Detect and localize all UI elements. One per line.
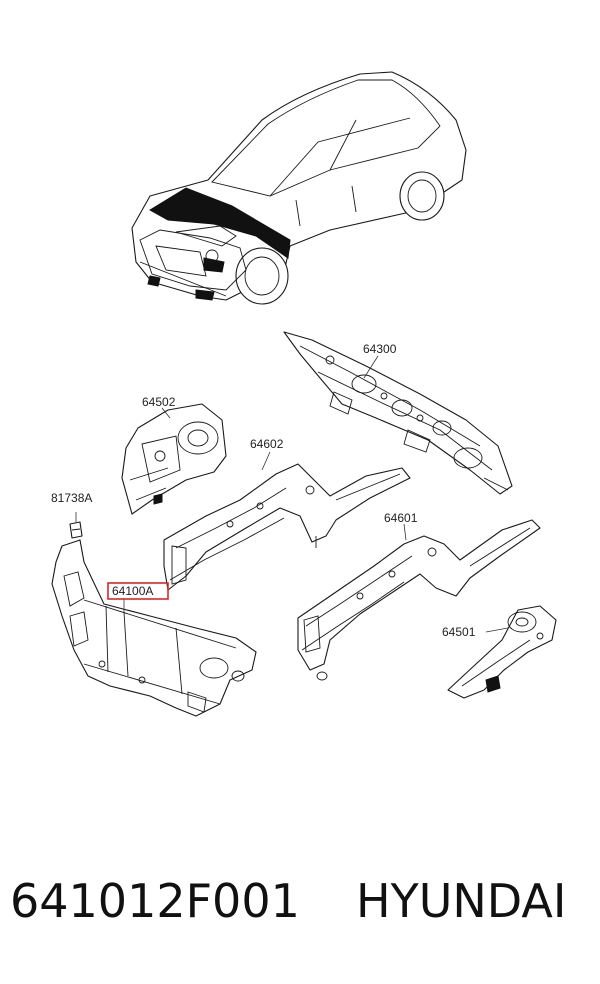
highlight-box — [107, 582, 169, 600]
callout-64602: 64602 — [250, 437, 284, 451]
car-illustration — [131, 71, 467, 305]
callout-64502: 64502 — [142, 395, 176, 409]
part-number: 641012F001 — [10, 874, 300, 928]
callout-64601: 64601 — [384, 511, 418, 525]
side-member-rh-part — [163, 463, 411, 591]
fender-apron-rh-part — [121, 403, 227, 515]
callout-64100a: 64100A — [112, 584, 153, 598]
bracket-part — [69, 521, 83, 539]
radiator-support-part — [51, 539, 257, 717]
side-member-lh-part — [297, 519, 541, 681]
leader-lines — [75, 355, 509, 633]
fender-apron-lh-part — [447, 605, 557, 699]
callout-81738a: 81738A — [51, 491, 92, 505]
parts-diagram: 64300 64502 64602 81738A 64100A 64601 64… — [51, 71, 557, 717]
dash-panel-part — [283, 331, 513, 495]
callout-64300: 64300 — [363, 342, 397, 356]
callout-64501: 64501 — [442, 625, 476, 639]
caption-bar: 641012F001 HYUNDAI — [0, 878, 600, 948]
brand-name: HYUNDAI — [356, 874, 567, 928]
